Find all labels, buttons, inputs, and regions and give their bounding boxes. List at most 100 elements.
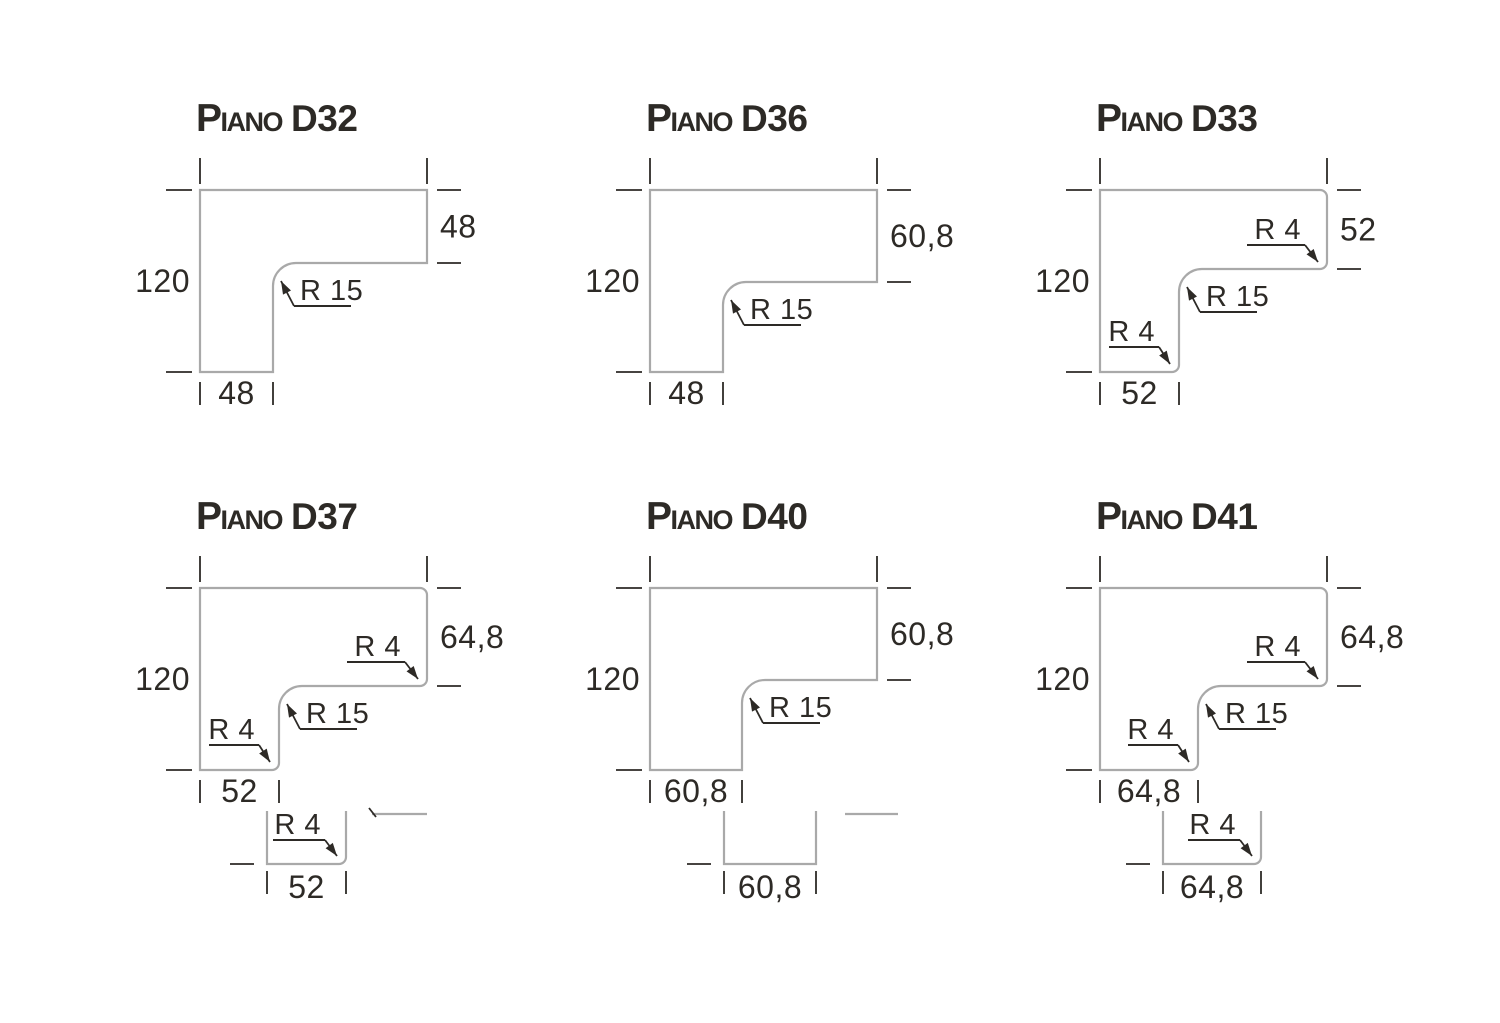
detail-profile-outline: [265, 811, 348, 866]
panel-shape-outline: [648, 586, 879, 772]
title-model-code: D41: [1191, 496, 1258, 537]
dim-right-height: 52: [1340, 212, 1377, 248]
title-series-word: Piano: [1096, 97, 1184, 140]
callout-r15-arrow: [1187, 287, 1197, 301]
callout-r4-arm-label: R 4: [354, 631, 401, 663]
panel-shape-outline: [198, 188, 429, 374]
callout-r4-leg-leader: [258, 744, 271, 763]
dim-right-height: 60,8: [890, 616, 954, 652]
title-model-code: D32: [291, 98, 358, 139]
callout-r4-leg-label: R 4: [1127, 714, 1174, 746]
callout-r15-leader: [1186, 286, 1201, 313]
dim-left-height: 120: [1035, 263, 1090, 299]
callout-r4-arm-label: R 4: [1254, 631, 1301, 663]
title-series-word: Piano: [646, 495, 734, 538]
panel-shape-outline: [1098, 586, 1329, 772]
drawing-d37: 120 64,8 52 R 15 R 4 R 4 52 R 4: [135, 556, 504, 905]
callout-r4-leg-arrow: [259, 748, 270, 762]
detail-callout-r4-arrow: [325, 842, 337, 856]
detail-callout-r4-label: R 4: [1189, 809, 1236, 841]
callout-r4-arm-arrow: [1306, 248, 1318, 262]
callout-r4-leg-arrow: [1159, 350, 1170, 364]
detail-dim-width: 64,8: [1180, 869, 1244, 905]
title-model-code: D33: [1191, 98, 1258, 139]
callout-r4-arm-leader: [404, 661, 419, 680]
callout-r4-leg-arrow: [1178, 748, 1189, 762]
callout-r4-arm-arrow: [406, 665, 418, 679]
detail-callout-r4-label: R 4: [274, 809, 321, 841]
dim-left-height: 120: [1035, 661, 1090, 697]
dim-bottom-width: 52: [1121, 375, 1158, 411]
title-series-word: Piano: [1096, 495, 1184, 538]
callout-r15-arrow: [281, 281, 291, 295]
callout-r15-label: R 15: [750, 294, 813, 326]
dim-bottom-width: 48: [218, 375, 255, 411]
callout-r4-leg-leader: [1158, 346, 1171, 365]
callout-r4-arm-arrow: [1306, 665, 1318, 679]
callout-r15-arrow: [731, 300, 741, 314]
callout-r15-leader: [730, 299, 745, 326]
callout-r15-label: R 15: [300, 275, 363, 307]
callout-r4-arm-leader: [1304, 244, 1319, 263]
callout-r15-arrow: [750, 698, 760, 712]
detail-dim-width: 52: [288, 869, 325, 905]
callout-r15-label: R 15: [1206, 281, 1269, 313]
drawing-d40: 120 60,8 60,8 R 15 60,8: [585, 556, 954, 905]
drawing-d33: 120 52 52 R 15 R 4 R 4: [1035, 158, 1377, 411]
panel-shape-outline: [1098, 188, 1329, 374]
dim-right-height: 48: [440, 209, 477, 245]
dim-right-height: 64,8: [1340, 619, 1404, 655]
callout-r15-leader: [286, 703, 301, 730]
callout-r15-leader: [280, 280, 295, 307]
dim-left-height: 120: [135, 263, 190, 299]
detail-callout-r4-leader: [1239, 839, 1253, 857]
title-series-word: Piano: [196, 495, 284, 538]
detail-dim-width: 60,8: [738, 869, 802, 905]
dim-bottom-width: 52: [221, 773, 258, 809]
title-model-code: D40: [741, 496, 808, 537]
title-series-word: Piano: [646, 97, 734, 140]
detail-adjacent-edge-tick: [368, 807, 377, 818]
dim-right-height: 64,8: [440, 619, 504, 655]
title-model-code: D36: [741, 98, 808, 139]
title-model-code: D37: [291, 496, 358, 537]
panel-shape-outline: [198, 586, 429, 772]
callout-r4-leg-label: R 4: [208, 714, 255, 746]
callout-r15-label: R 15: [769, 692, 832, 724]
detail-profile-outline: [1161, 811, 1263, 866]
dim-bottom-width: 48: [668, 375, 705, 411]
callout-r15-label: R 15: [1225, 698, 1288, 730]
callout-r15-arrow: [1206, 704, 1216, 718]
detail-profile-outline: [722, 811, 818, 866]
dim-bottom-width: 64,8: [1117, 773, 1181, 809]
callout-r15-leader: [1205, 703, 1220, 730]
callout-r4-leg-leader: [1177, 744, 1190, 763]
detail-callout-r4-leader: [324, 839, 338, 857]
panel-shape-outline: [648, 188, 879, 374]
callout-r15-leader: [749, 697, 764, 724]
callout-r4-leg-label: R 4: [1108, 316, 1155, 348]
callout-r4-arm-label: R 4: [1254, 214, 1301, 246]
callout-r15-arrow: [287, 704, 297, 718]
dim-bottom-width: 60,8: [664, 773, 728, 809]
title-series-word: Piano: [196, 97, 284, 140]
callout-r15-label: R 15: [306, 698, 369, 730]
dim-left-height: 120: [135, 661, 190, 697]
callout-r4-arm-leader: [1304, 661, 1319, 680]
detail-callout-r4-arrow: [1240, 842, 1252, 856]
dim-left-height: 120: [585, 661, 640, 697]
dim-right-height: 60,8: [890, 218, 954, 254]
